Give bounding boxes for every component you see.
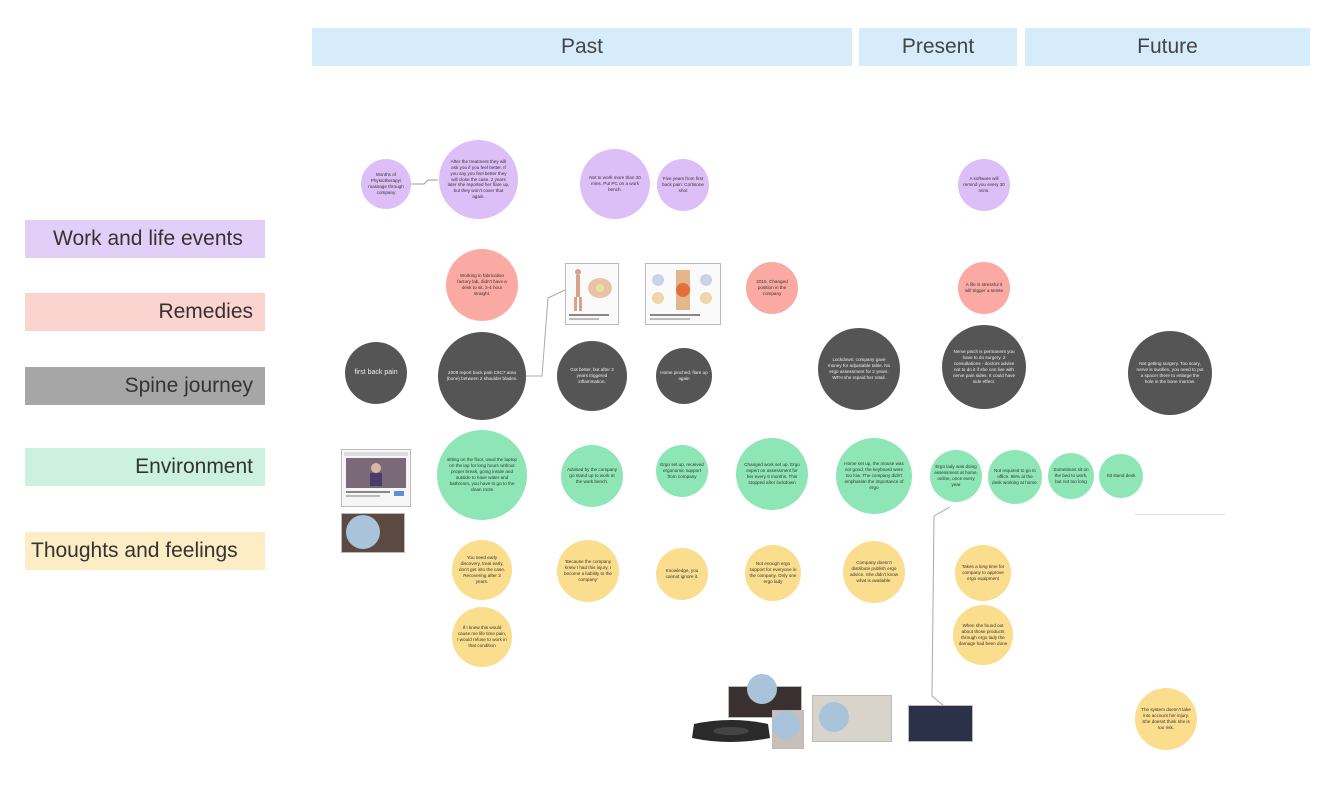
- spine-c6c7-report: 2009 report back pain C6C7 area (bone) b…: [438, 332, 526, 420]
- work-event-cortisone-shot: Five years from first back pain: Cortiso…: [657, 159, 709, 211]
- thought-approve-equipment: Takes a long time for company to approve…: [955, 545, 1011, 601]
- column-header-future: Future: [1025, 28, 1310, 66]
- spine-triggered-inflammation: Got better, but after 3 years triggered …: [557, 341, 627, 411]
- environment-sit-on-bed: Sometimes sit on the bed to work, but no…: [1048, 453, 1094, 499]
- lane-label-environment: Environment: [25, 448, 265, 486]
- participant-avatar-4: [819, 702, 849, 732]
- lane-label-remedies: Remedies: [25, 293, 265, 331]
- thought-early-discovery: You need early discovery, treat early, d…: [452, 540, 512, 600]
- work-event-work-bench: Not to work more than 30 mins. Put PC on…: [580, 149, 650, 219]
- divider-line: [1135, 514, 1225, 515]
- connector-e6-photo: [931, 506, 951, 707]
- lane-label-thoughts-and-feelings: Thoughts and feelings: [25, 532, 265, 570]
- environment-sit-stand-desk: Sit stand desk: [1099, 454, 1143, 498]
- work-event-reminder-software: A software will remind you every 30 mins…: [958, 159, 1010, 211]
- remedy-stress-trigger: A life is stressful it will trigger a se…: [958, 262, 1010, 314]
- thought-damage-done: When she found out about those products …: [953, 605, 1013, 665]
- participant-avatar-1: [346, 515, 380, 549]
- column-header-past: Past: [312, 28, 852, 66]
- environment-ergo-lady-assessment: Ergo lady was doing assessment at home, …: [930, 450, 982, 502]
- environment-work-from-home: Not required to go to office. 98% at the…: [988, 450, 1042, 504]
- participant-avatar-3: [772, 711, 800, 739]
- thought-life-time-pain: If I knew this would cause me life time …: [452, 607, 512, 667]
- lane-label-spine-journey: Spine journey: [25, 367, 265, 405]
- remedy-changed-position: 2015, Changed position in the company: [746, 262, 798, 314]
- lane-label-work-and-life-events: Work and life events: [25, 220, 265, 258]
- spine-surgery-consultations: Nerve pinch is permanent you have to do …: [942, 325, 1026, 409]
- environment-stand-up-bench: Advised by the company go stand up to wo…: [561, 445, 623, 507]
- work-event-physiotherapy: Months of Physiotherapy/ massage through…: [361, 159, 411, 209]
- participant-avatar-2: [747, 674, 777, 704]
- environment-floor-laptop: sitting on the floor, used the laptop on…: [437, 430, 527, 520]
- spine-nerve-image: [645, 263, 721, 325]
- spine-lockdown-table: Lockdown: company gave money for adjusta…: [818, 328, 900, 410]
- thought-not-enough-support: Not enough ergo support for everyone in …: [745, 545, 801, 601]
- spine-anatomy-image: [565, 263, 619, 325]
- environment-home-setup: Home set up, the mouse was not good, the…: [836, 438, 912, 514]
- thought-knowledge: Knowledge, you cannot ignore it.: [656, 548, 708, 600]
- spine-flare-up-again: Home pinched, flare up again: [656, 348, 712, 404]
- participant-photo-5: [908, 705, 973, 742]
- column-header-present: Present: [859, 28, 1017, 66]
- environment-changed-setup: Changed work set up. Ergo expert on asse…: [736, 438, 808, 510]
- video-screenshot-thumbnail: [341, 449, 411, 507]
- thought-liability: 'Because the company knew I had this inj…: [557, 540, 619, 602]
- thought-ergo-advice: Company doesn't distribute publish ergo …: [843, 541, 905, 603]
- thought-system-risk: The system doesn't take into account her…: [1135, 688, 1197, 750]
- environment-ergo-setup: Ergo set up, received ergonomic support …: [656, 445, 708, 497]
- work-event-treatment-case: After the treatment they will ask you if…: [439, 140, 518, 219]
- spine-first-back-pain: first back pain: [345, 342, 407, 404]
- remedy-fabrication-lab: Working in fabrication factory lab, didn…: [446, 249, 518, 321]
- footrest-image: [690, 718, 772, 744]
- connector-arrow-w1-w2: [411, 179, 438, 185]
- spine-not-getting-surgery: Not getting surgery. Too scary, nerve is…: [1128, 331, 1212, 415]
